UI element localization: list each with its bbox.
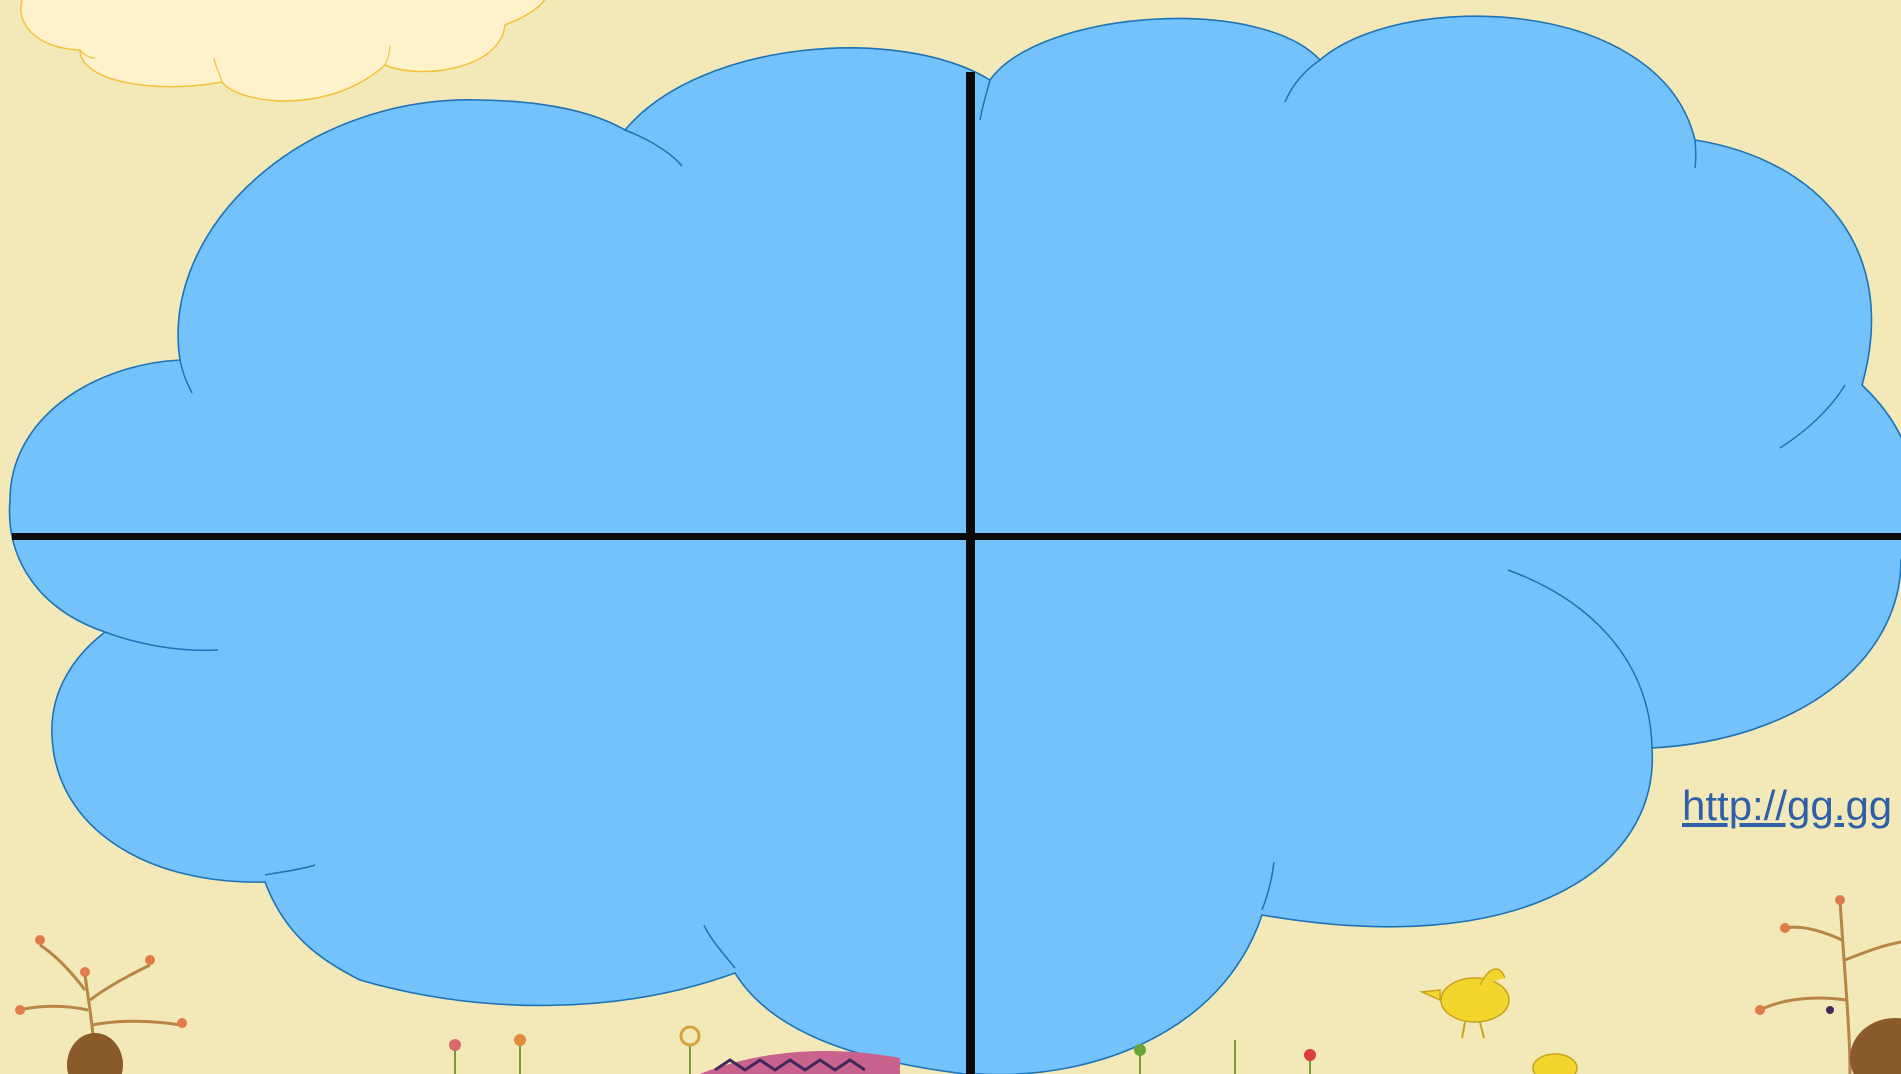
zigzag-path-decoration — [700, 1051, 900, 1074]
small-cream-cloud-decoration — [21, 0, 550, 101]
vertical-divider-line — [966, 72, 975, 1074]
blue-cloud-shape — [10, 16, 1901, 1074]
horizontal-divider-line — [12, 533, 1901, 540]
yellow-bird-decoration — [1422, 969, 1509, 1038]
hyperlink-text[interactable]: http://gg.gg — [1682, 782, 1892, 830]
small-flower-icon — [681, 1027, 699, 1045]
divider-joint — [966, 528, 975, 546]
